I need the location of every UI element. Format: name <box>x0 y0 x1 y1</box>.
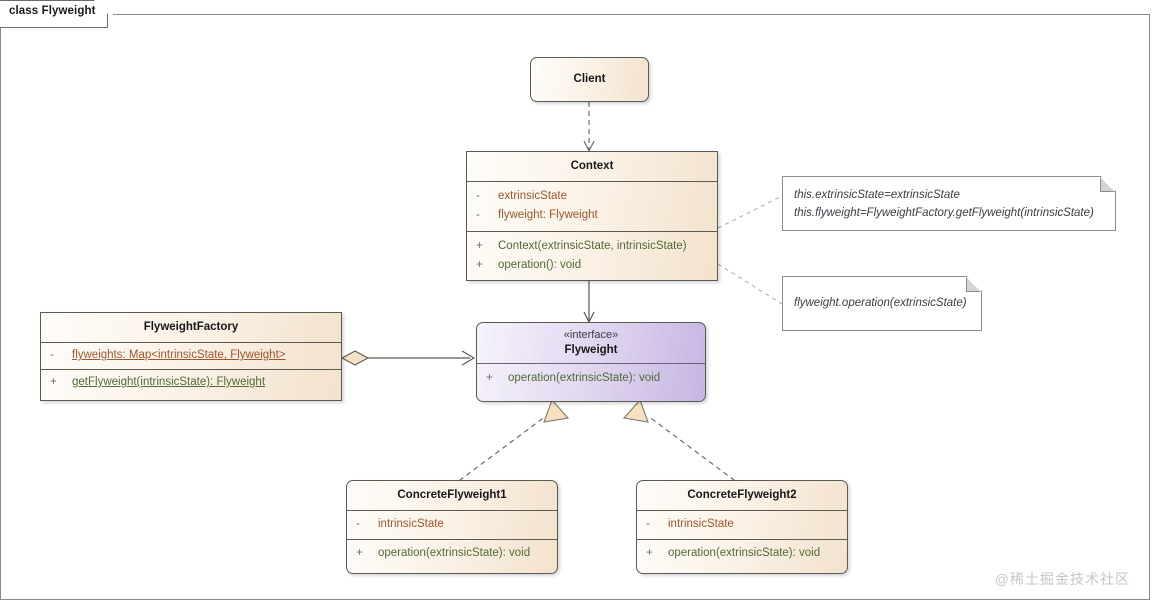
class-title-context: Context <box>467 152 717 181</box>
visibility-marker: + <box>486 372 493 384</box>
compartment-divider <box>347 510 557 511</box>
attribute-label: intrinsicState <box>668 518 734 530</box>
visibility-marker: + <box>476 240 483 252</box>
compartment-divider <box>477 363 705 364</box>
attributes-compartment-concrete-2: - intrinsicState <box>637 511 847 539</box>
visibility-marker: + <box>50 376 57 388</box>
operation-label: operation(extrinsicState): void <box>508 372 661 384</box>
compartment-divider <box>41 369 341 370</box>
class-title-client: Client <box>531 58 648 101</box>
note-line: this.extrinsicState=extrinsicState <box>794 189 960 201</box>
operations-compartment-factory: + getFlyweight(intrinsicState): Flyweigh… <box>41 370 341 396</box>
operation-label: Context(extrinsicState, intrinsicState) <box>498 240 687 252</box>
compartment-divider <box>467 231 717 232</box>
visibility-marker: - <box>646 518 650 530</box>
attribute-row: - intrinsicState <box>347 515 557 534</box>
operation-label: operation(): void <box>498 259 582 271</box>
class-title-flyweight-factory: FlyweightFactory <box>41 313 341 342</box>
class-name-concrete-flyweight-2: ConcreteFlyweight2 <box>687 489 797 501</box>
class-name-flyweight-factory: FlyweightFactory <box>143 321 239 333</box>
class-box-flyweight-factory[interactable]: FlyweightFactory - flyweights: Map<intri… <box>40 312 342 401</box>
visibility-marker: - <box>476 209 480 221</box>
note-body-constructor: this.extrinsicState=extrinsicState this.… <box>783 177 1115 231</box>
visibility-marker: - <box>356 518 360 530</box>
class-name-flyweight: Flyweight <box>564 344 618 356</box>
class-box-concrete-flyweight-2[interactable]: ConcreteFlyweight2 - intrinsicState + op… <box>636 480 848 574</box>
note-line: flyweight.operation(extrinsicState) <box>794 297 967 309</box>
visibility-marker: + <box>476 259 483 271</box>
class-box-flyweight[interactable]: «interface» Flyweight + operation(extrin… <box>476 322 706 402</box>
attribute-row: - extrinsicState <box>467 187 717 206</box>
class-box-client[interactable]: Client <box>530 57 649 102</box>
class-title-concrete-flyweight-1: ConcreteFlyweight1 <box>347 481 557 510</box>
class-box-concrete-flyweight-1[interactable]: ConcreteFlyweight1 - intrinsicState + op… <box>346 480 558 574</box>
class-name-concrete-flyweight-1: ConcreteFlyweight1 <box>397 489 507 501</box>
class-name-context: Context <box>570 160 614 172</box>
operation-row: + operation(extrinsicState): void <box>477 369 705 388</box>
visibility-marker: + <box>646 547 653 559</box>
attributes-compartment-context: - extrinsicState - flyweight: Flyweight <box>467 182 717 231</box>
operations-compartment-concrete-1: + operation(extrinsicState): void <box>347 540 557 568</box>
class-title-concrete-flyweight-2: ConcreteFlyweight2 <box>637 481 847 510</box>
watermark: @稀土掘金技术社区 <box>994 571 1130 587</box>
note-body-operation: flyweight.operation(extrinsicState) <box>783 277 981 321</box>
note-context-constructor[interactable]: this.extrinsicState=extrinsicState this.… <box>782 176 1116 231</box>
operation-label: operation(extrinsicState): void <box>378 547 531 559</box>
operations-compartment-flyweight: + operation(extrinsicState): void <box>477 364 705 393</box>
operation-label-static: getFlyweight(intrinsicState): Flyweight <box>72 376 266 388</box>
operation-row: + operation(extrinsicState): void <box>347 544 557 563</box>
operations-compartment-concrete-2: + operation(extrinsicState): void <box>637 540 847 568</box>
diagram-header-tab-fill <box>0 1 106 27</box>
class-name-client: Client <box>573 73 606 85</box>
note-line: this.flyweight=FlyweightFactory.getFlywe… <box>794 207 1094 219</box>
diagram-frame <box>0 14 1150 600</box>
class-title-flyweight: «interface» Flyweight <box>477 323 705 363</box>
attributes-compartment-factory: - flyweights: Map<intrinsicState, Flywei… <box>41 343 341 369</box>
operation-row: + operation(): void <box>467 256 717 275</box>
visibility-marker: - <box>476 190 480 202</box>
operation-row: + getFlyweight(intrinsicState): Flyweigh… <box>41 373 341 392</box>
compartment-divider <box>41 342 341 343</box>
attribute-row: - flyweight: Flyweight <box>467 206 717 225</box>
diagram-title: class Flyweight <box>9 5 96 17</box>
compartment-divider <box>637 510 847 511</box>
attribute-label: extrinsicState <box>498 190 568 202</box>
compartment-divider <box>347 539 557 540</box>
attribute-row: - intrinsicState <box>637 515 847 534</box>
attribute-label-static: flyweights: Map<intrinsicState, Flyweigh… <box>72 349 286 361</box>
compartment-divider <box>467 181 717 182</box>
attribute-label: intrinsicState <box>378 518 444 530</box>
operations-compartment-context: + Context(extrinsicState, intrinsicState… <box>467 232 717 281</box>
diagram-frame-top-edge <box>113 14 1150 15</box>
operation-label: operation(extrinsicState): void <box>668 547 821 559</box>
class-stereotype-flyweight: «interface» <box>563 329 619 341</box>
compartment-divider <box>637 539 847 540</box>
class-box-context[interactable]: Context - extrinsicState - flyweight: Fl… <box>466 151 718 281</box>
attributes-compartment-concrete-1: - intrinsicState <box>347 511 557 539</box>
visibility-marker: + <box>356 547 363 559</box>
diagram-header-tab <box>0 0 108 28</box>
operation-row: + operation(extrinsicState): void <box>637 544 847 563</box>
note-context-operation[interactable]: flyweight.operation(extrinsicState) <box>782 276 982 331</box>
attribute-row: - flyweights: Map<intrinsicState, Flywei… <box>41 346 341 365</box>
visibility-marker: - <box>50 349 54 361</box>
attribute-label: flyweight: Flyweight <box>498 209 598 221</box>
operation-row: + Context(extrinsicState, intrinsicState… <box>467 237 717 256</box>
